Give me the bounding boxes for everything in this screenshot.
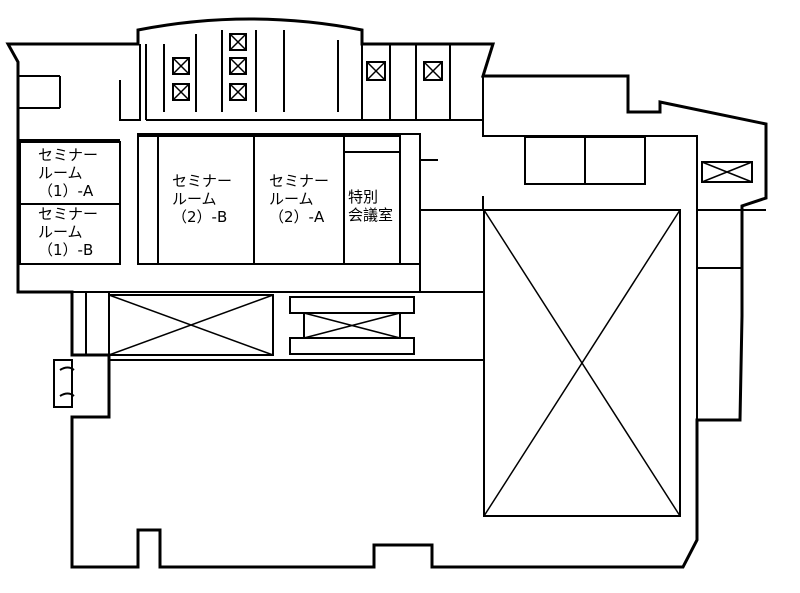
top-core-walls [145, 30, 339, 120]
atrium-void-cross [483, 209, 681, 517]
north-east-rooms [361, 44, 484, 121]
room-special-meeting[interactable] [343, 135, 401, 265]
atrium-void [483, 209, 681, 517]
lower-void [108, 294, 274, 356]
shaft-marker [229, 83, 247, 101]
shaft-marker [229, 33, 247, 51]
room-label-seminar-1b: セミナー ルーム （1）-B [38, 205, 103, 259]
room-seminar-1b[interactable] [19, 203, 121, 265]
room-label-line: 会議室 [348, 206, 393, 224]
room-label-seminar-1a: セミナー ルーム （1）-A [38, 146, 103, 200]
room-label-line: （1）-A [38, 182, 94, 200]
room-label-line: （1）-B [38, 241, 93, 259]
room-label-line: セミナー [38, 146, 98, 164]
room-label-line: ルーム [38, 164, 83, 182]
shaft-markers [172, 33, 753, 183]
shaft-marker [701, 161, 753, 183]
shaft-marker [229, 57, 247, 75]
left-wing-partitions [18, 75, 120, 141]
room-label-line: セミナー [38, 205, 98, 223]
shaft-marker [423, 61, 443, 81]
stair-core [303, 312, 401, 339]
east-wing-walls [696, 210, 742, 420]
shaft-marker [366, 61, 386, 81]
shaft-marker [172, 83, 190, 101]
room-label-seminar-2b: セミナー ルーム （2）-B [172, 172, 237, 226]
room-label-seminar-2a: セミナー ルーム （2）-A [269, 172, 334, 226]
room-label-line: セミナー [269, 172, 329, 190]
entrance-structure [53, 359, 75, 408]
west-corridor-wall [119, 44, 141, 121]
room-label-line: 特別 [348, 188, 378, 206]
lower-void-cross [108, 294, 274, 356]
room-label-line: セミナー [172, 172, 232, 190]
room-label-line: ルーム [269, 190, 314, 208]
stair-cross [303, 312, 401, 339]
shaft-marker [172, 57, 190, 75]
room-label-line: （2）-B [172, 208, 227, 226]
room-label-line: （2）-A [269, 208, 325, 226]
room-label-line: ルーム [38, 223, 83, 241]
room-label-special-meeting: 特別 会議室 [348, 188, 393, 224]
room-label-line: ルーム [172, 190, 217, 208]
